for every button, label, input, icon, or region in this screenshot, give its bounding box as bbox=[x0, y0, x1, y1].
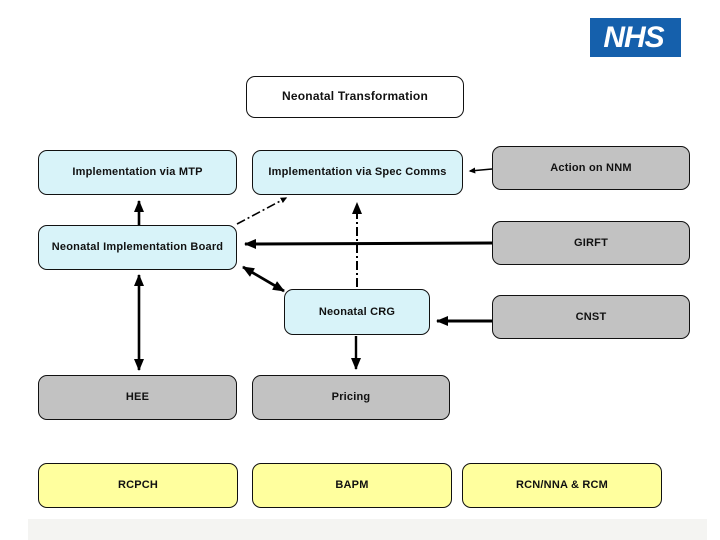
node-action-on-nnm: Action on NNM bbox=[492, 146, 690, 190]
node-label: Neonatal CRG bbox=[318, 305, 396, 318]
node-label: Implementation via Spec Comms bbox=[268, 166, 447, 179]
nhs-logo-text: NHS bbox=[603, 20, 664, 54]
node-label: Neonatal Transformation bbox=[282, 89, 428, 104]
node-neonatal-transformation: Neonatal Transformation bbox=[246, 76, 464, 118]
node-label: Action on NNM bbox=[550, 161, 632, 174]
node-pricing: Pricing bbox=[252, 375, 450, 420]
node-label: RCN/NNA & RCM bbox=[515, 479, 609, 492]
node-label: HEE bbox=[125, 391, 150, 404]
node-cnst: CNST bbox=[492, 295, 690, 339]
node-hee: HEE bbox=[38, 375, 237, 420]
node-label: Pricing bbox=[331, 391, 371, 404]
node-label: CNST bbox=[575, 310, 607, 323]
node-neonatal-implementation-board: Neonatal Implementation Board bbox=[38, 225, 237, 270]
node-label: Implementation via MTP bbox=[72, 166, 203, 179]
arrow-nib-to-speccomms-dashdot bbox=[236, 197, 288, 225]
footer-strip bbox=[28, 519, 707, 540]
arrow-girft-to-nib bbox=[244, 238, 493, 249]
node-implementation-via-spec-comms: Implementation via Spec Comms bbox=[252, 150, 463, 195]
arrow-nnm-to-speccomms bbox=[468, 167, 493, 174]
node-label: GIRFT bbox=[574, 236, 608, 249]
node-rcn-nna-rcm: RCN/NNA & RCM bbox=[462, 463, 662, 508]
node-implementation-via-mtp: Implementation via MTP bbox=[38, 150, 237, 195]
node-label: BAPM bbox=[335, 479, 369, 492]
node-neonatal-crg: Neonatal CRG bbox=[284, 289, 430, 335]
node-girft: GIRFT bbox=[492, 221, 690, 265]
nhs-logo: NHS bbox=[590, 18, 681, 57]
node-label: Neonatal Implementation Board bbox=[51, 241, 224, 254]
node-label: RCPCH bbox=[117, 479, 159, 492]
arrow-nib-crg-double bbox=[242, 265, 285, 293]
node-rcpch: RCPCH bbox=[38, 463, 238, 508]
node-bapm: BAPM bbox=[252, 463, 452, 508]
